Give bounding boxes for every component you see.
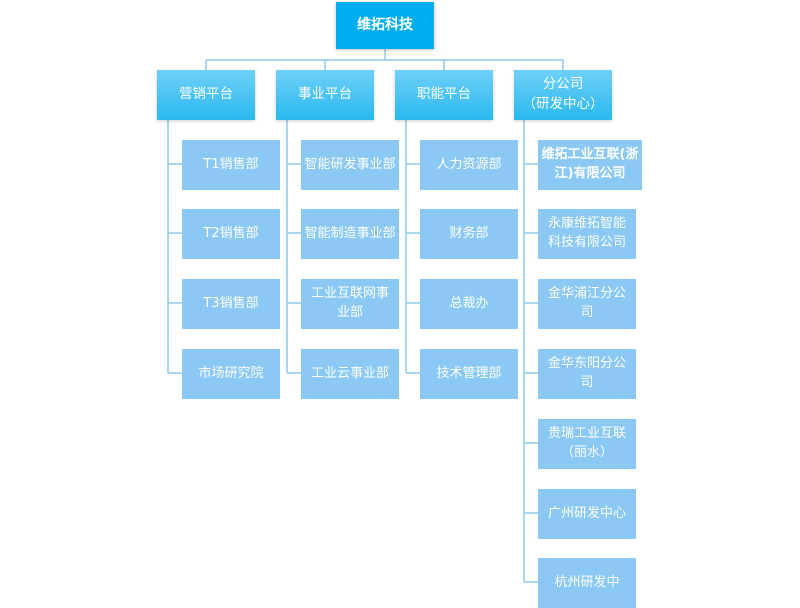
branch-lishui[interactable]: 贵瑞工业互联 （丽水） (538, 419, 636, 469)
branch-guangzhou-rd[interactable]: 广州研发中心 (538, 489, 636, 539)
dept-industrial-cloud[interactable]: 工业云事业部 (301, 349, 399, 399)
branch-weituo-zhejiang-line2: 江)有限公司 (554, 166, 626, 181)
dept-finance[interactable]: 财务部 (420, 209, 518, 259)
dept-t2-sales[interactable]: T2销售部 (182, 209, 280, 259)
branch-yongkang-line1: 永康维拓智能 (547, 216, 626, 232)
root-node[interactable]: 维拓科技 (336, 2, 434, 49)
branch-weituo-zhejiang[interactable]: 维拓工业互联(浙 江)有限公司 (538, 140, 642, 190)
division-functional[interactable]: 职能平台 (395, 70, 493, 120)
dept-industrial-internet[interactable]: 工业互联网事业部 (301, 279, 399, 329)
dept-hr[interactable]: 人力资源部 (420, 140, 518, 190)
branch-dongyang[interactable]: 金华东阳分公 司 (538, 349, 636, 399)
dept-tech-management[interactable]: 技术管理部 (420, 349, 518, 399)
branch-weituo-zhejiang-line1: 维拓工业互联(浙 (541, 147, 639, 163)
dept-market-research[interactable]: 市场研究院 (182, 349, 280, 399)
branch-yongkang-line2: 科技有限公司 (547, 235, 626, 250)
dept-t1-sales[interactable]: T1销售部 (182, 140, 280, 190)
division-branches[interactable]: 分公司 （研发中心） (514, 70, 612, 120)
division-branches-line1: 分公司 (542, 76, 584, 93)
branch-dongyang-line1: 金华东阳分公 (547, 356, 626, 372)
branch-yongkang[interactable]: 永康维拓智能 科技有限公司 (538, 209, 636, 259)
division-business[interactable]: 事业平台 (276, 70, 374, 120)
branch-lishui-line2: （丽水） (560, 445, 613, 460)
dept-president-office[interactable]: 总裁办 (420, 279, 518, 329)
division-branches-line2: （研发中心） (522, 96, 604, 112)
branch-lishui-line1: 贵瑞工业互联 (547, 426, 626, 442)
branch-pujiang-line2: 司 (580, 305, 594, 320)
branch-pujiang-line1: 金华浦江分公 (547, 286, 626, 302)
dept-smart-manufacturing[interactable]: 智能制造事业部 (301, 209, 399, 259)
dept-t3-sales[interactable]: T3销售部 (182, 279, 280, 329)
dept-smart-rd[interactable]: 智能研发事业部 (301, 140, 399, 190)
branch-pujiang[interactable]: 金华浦江分公 司 (538, 279, 636, 329)
division-marketing[interactable]: 营销平台 (157, 70, 255, 120)
branch-hangzhou-rd[interactable]: 杭州研发中 (538, 558, 636, 608)
branch-dongyang-line2: 司 (580, 375, 594, 390)
